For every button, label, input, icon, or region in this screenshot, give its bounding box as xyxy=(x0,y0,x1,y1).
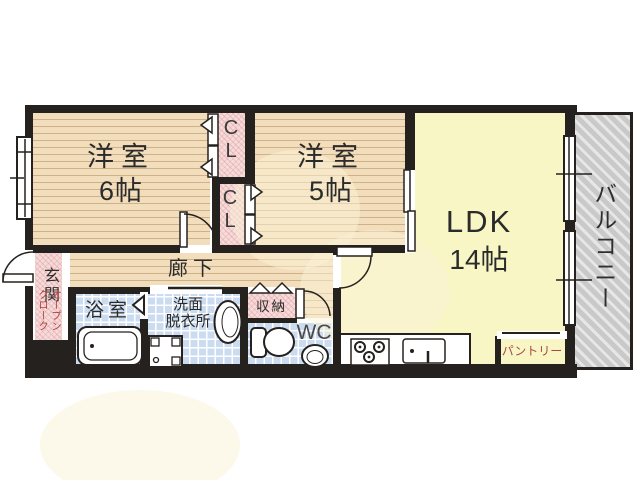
doorway-western6 xyxy=(180,245,212,253)
sliding-door-panel xyxy=(407,210,416,252)
label-washroom: 洗面 脱衣所 xyxy=(146,296,230,330)
bathtub-icon xyxy=(77,326,143,366)
pantry-sliding-strip xyxy=(497,331,567,339)
washer-corner xyxy=(171,356,181,366)
storage-fold-door xyxy=(248,281,272,294)
window-sash-lines xyxy=(17,151,32,205)
sliding-door-panel xyxy=(403,169,411,213)
label-storage: 収納 xyxy=(256,299,287,314)
stove-burner-dot xyxy=(367,355,371,359)
wall-left xyxy=(25,105,33,378)
label-closet-upper: CL xyxy=(223,117,239,162)
label-ldk-name: LDK xyxy=(445,204,513,239)
bathtub-inner xyxy=(83,331,138,361)
ldk-door-leaf xyxy=(336,246,373,257)
washer-drain xyxy=(152,356,160,364)
label-balcony: バルコニー xyxy=(590,182,617,312)
label-western5: 洋室 5帖 xyxy=(268,141,394,209)
entrance-door-leaf xyxy=(2,273,34,283)
wall-washroom-wc xyxy=(240,287,248,378)
label-western6-name: 洋室 xyxy=(87,142,155,172)
entrance-step xyxy=(62,250,70,340)
wall-hallway-south-a xyxy=(70,287,150,294)
toilet-icon xyxy=(263,327,295,357)
label-pantry: パントリー xyxy=(501,344,563,358)
washer-corner xyxy=(171,337,181,347)
label-western6: 洋室 6帖 xyxy=(58,141,184,209)
hallway-floor xyxy=(70,253,338,287)
wall-pantry-left xyxy=(495,336,501,366)
label-closet-lower: CL xyxy=(222,187,238,232)
bathroom-door-marker xyxy=(131,293,145,317)
label-western6-size: 6帖 xyxy=(98,175,144,206)
wall-closet-left xyxy=(212,180,220,253)
window-tick xyxy=(556,173,592,281)
kitchen-sink-icon xyxy=(402,338,446,364)
western6-door-leaf xyxy=(179,211,188,248)
closet-upper-door-swing-marker xyxy=(199,115,213,135)
washroom-sink-inner xyxy=(221,306,239,338)
wall-top xyxy=(25,105,577,113)
wc-door-leaf xyxy=(295,288,305,319)
washer-corner xyxy=(150,337,160,347)
storage-area xyxy=(248,293,295,319)
stove-burner-dot xyxy=(358,345,362,349)
label-entrance: 玄関 xyxy=(41,267,58,305)
label-washroom-line1: 洗面 xyxy=(172,296,203,313)
wall-under-rooms xyxy=(33,245,415,253)
room-western6-floor xyxy=(33,113,210,245)
label-hallway: 廊下 xyxy=(168,258,218,280)
washroom-sink-icon xyxy=(213,300,243,344)
wall-western5-ldk xyxy=(405,112,415,170)
wc-door-arc xyxy=(303,290,331,317)
label-western5-size: 5帖 xyxy=(308,175,354,206)
wall-storage-wc-divider xyxy=(248,318,297,323)
wall-entrance-block xyxy=(25,340,76,378)
label-ldk-size: 14帖 xyxy=(449,243,509,275)
hand-basin-inner xyxy=(306,350,324,364)
wall-window-divider xyxy=(565,221,575,232)
label-wc: WC xyxy=(296,321,332,344)
wall-closet-right xyxy=(245,112,255,183)
label-open-cloak: オープンクローク xyxy=(37,289,62,331)
entrance-door-arc xyxy=(2,251,34,283)
bathtub-drain xyxy=(90,344,94,348)
label-ldk: LDK 14帖 xyxy=(418,203,540,277)
doorway-washroom xyxy=(150,285,222,294)
wall-bathroom-left xyxy=(68,287,76,378)
entrance-area xyxy=(35,250,62,340)
label-washroom-line2: 脱衣所 xyxy=(165,313,211,330)
stove-burner-dot xyxy=(377,345,381,349)
wall-hallway-south-b xyxy=(222,287,248,294)
closet-lower-door-swing-marker xyxy=(250,182,264,202)
stove-burner xyxy=(363,351,375,363)
sink-drain xyxy=(410,349,414,353)
balcony-area xyxy=(575,112,633,370)
wall-bath-washroom xyxy=(140,287,148,378)
storage-fold-door xyxy=(270,281,294,294)
label-bathroom: 浴室 xyxy=(84,300,131,321)
label-western5-name: 洋室 xyxy=(297,142,365,172)
closet-upper-door-swing-marker xyxy=(199,157,213,177)
doorway-entrance xyxy=(25,250,33,286)
ldk-door-arc xyxy=(338,255,372,289)
closet-lower-door-swing-marker xyxy=(250,226,264,246)
western6-door-arc xyxy=(183,213,218,248)
